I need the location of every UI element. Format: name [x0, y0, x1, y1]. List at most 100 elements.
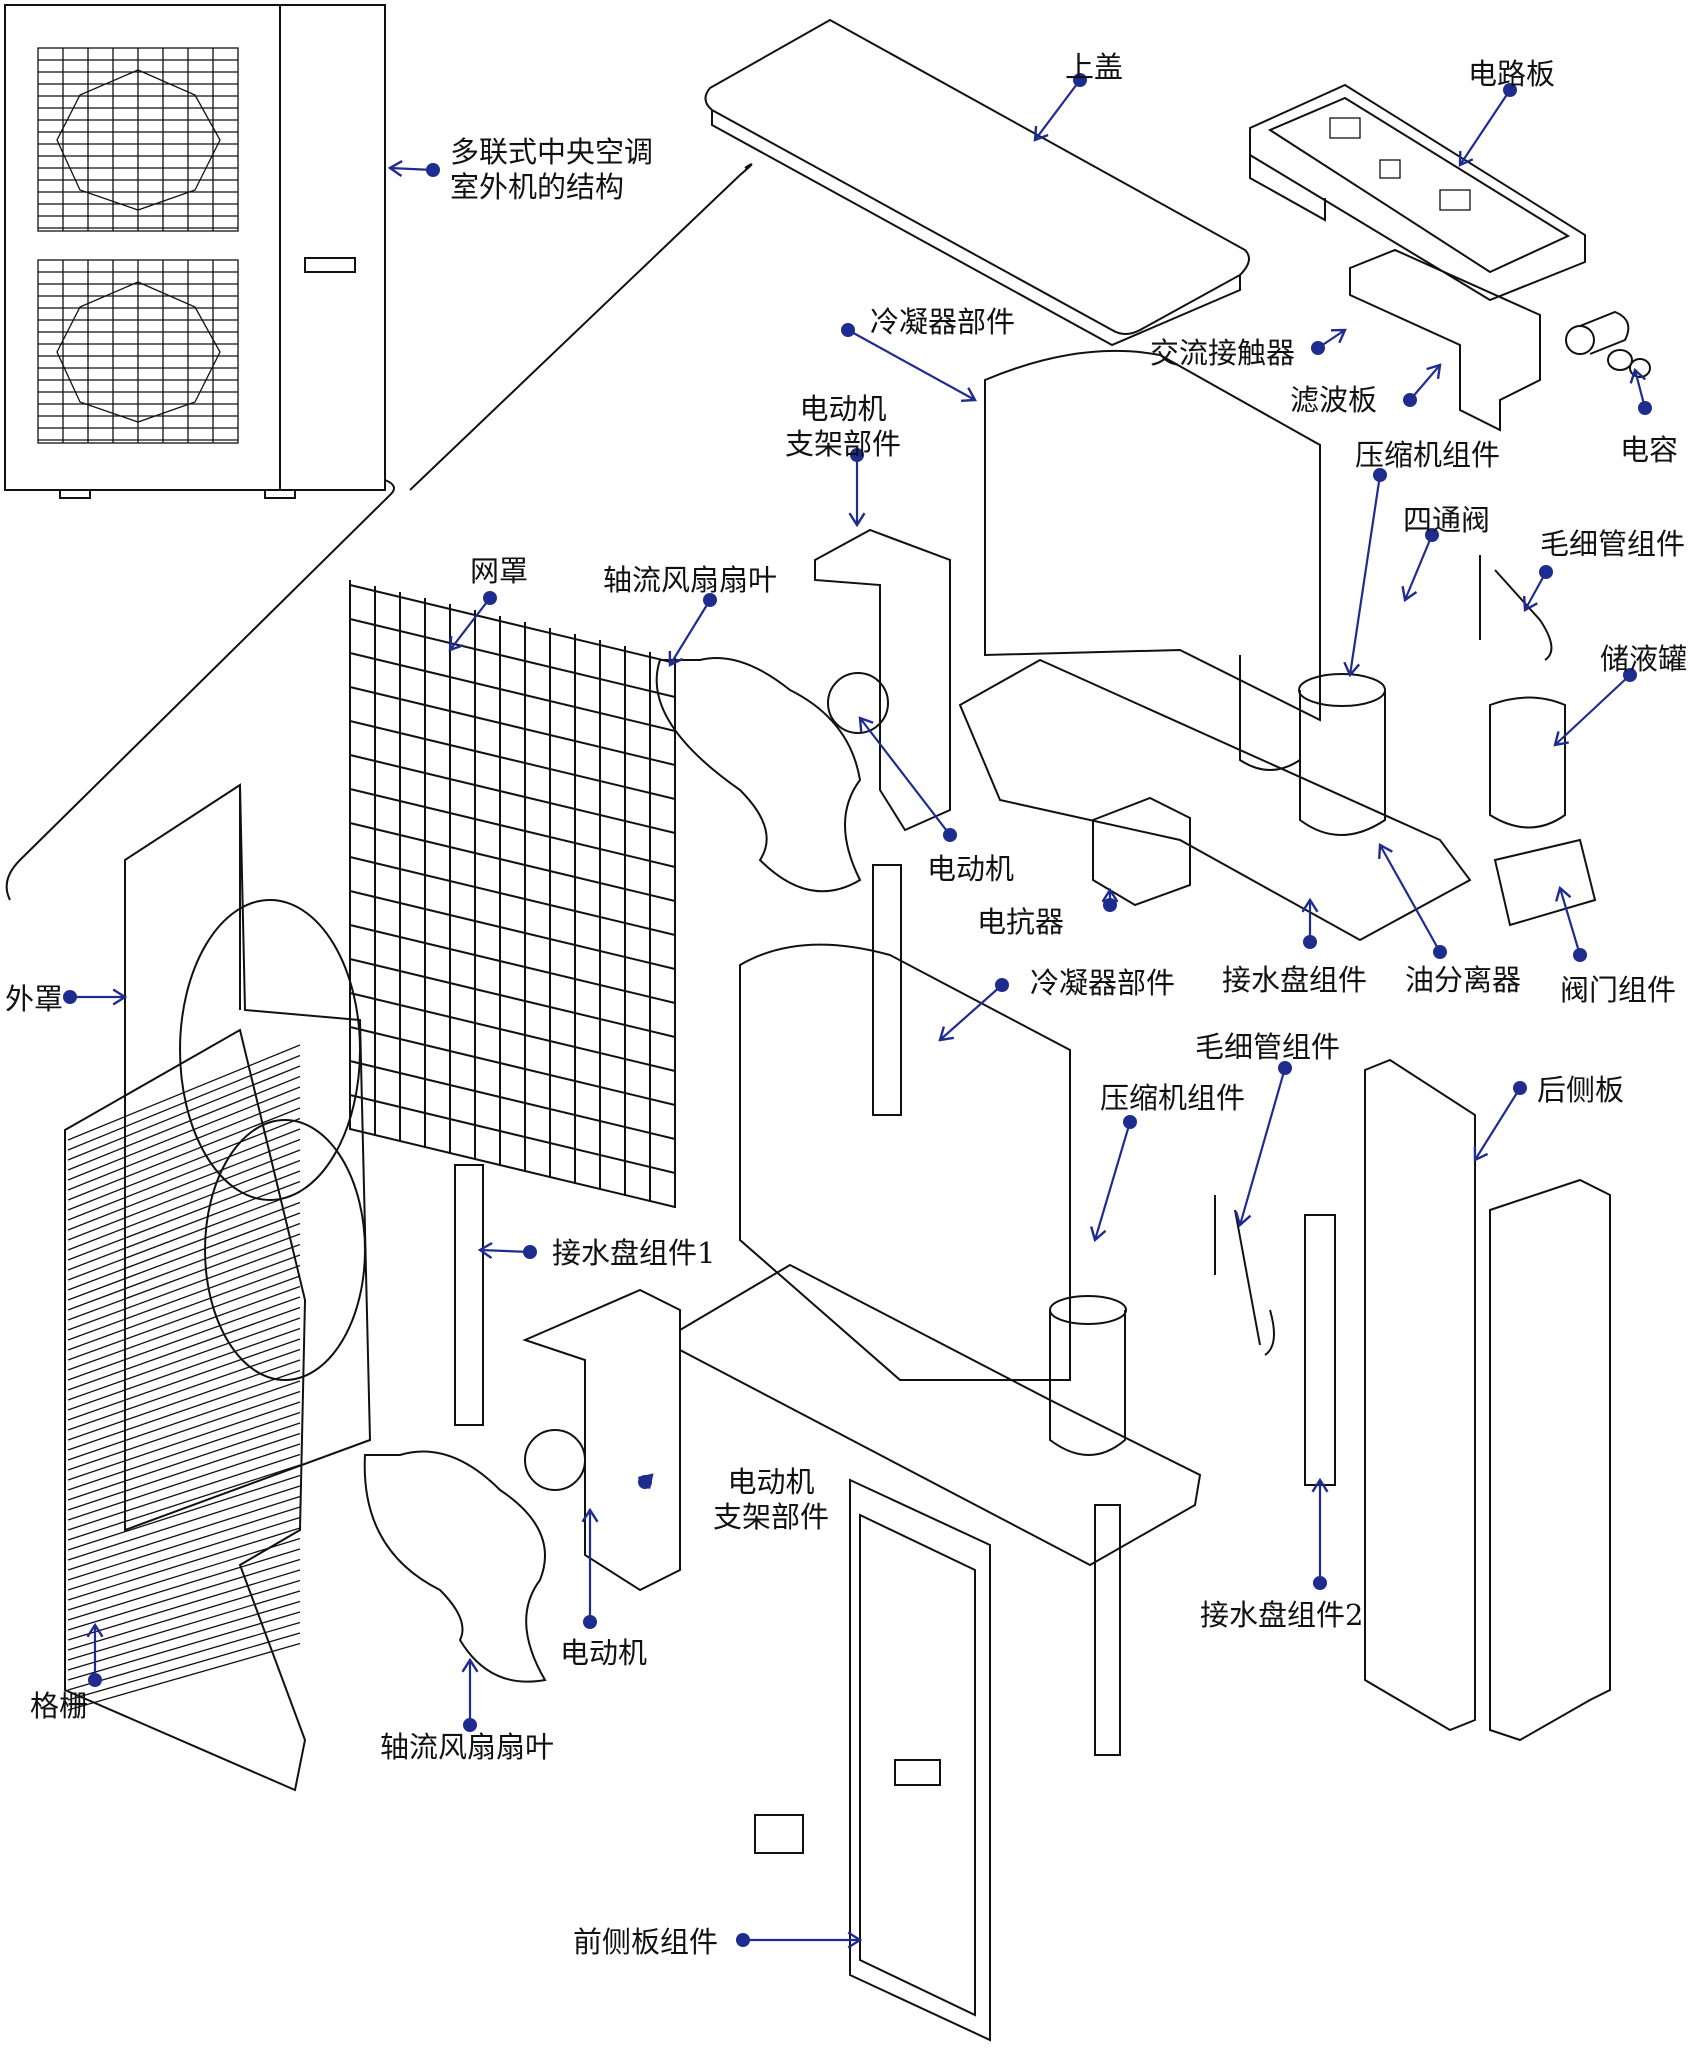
base-pan-bottom-drawing	[679, 1263, 1202, 1567]
contactor-bracket-drawing	[1349, 248, 1541, 432]
leader-arrow	[448, 635, 464, 652]
label-circuit-board: 电路板	[1468, 57, 1556, 91]
label-capillary-bottom: 毛细管组件	[1195, 1030, 1341, 1064]
leader-arrow	[1553, 731, 1569, 747]
receiver-drawing	[1489, 696, 1566, 829]
label-drain-pan-1: 接水盘组件1	[552, 1236, 716, 1270]
leader-dot	[1513, 1081, 1527, 1095]
leader-line	[1474, 1087, 1521, 1161]
leader-line	[669, 599, 711, 666]
drain-pan-2-drawing	[1304, 1214, 1336, 1486]
net-cover-drawing	[349, 580, 676, 1208]
condenser-bottom-drawing	[739, 943, 1071, 1381]
leader-line	[1558, 887, 1582, 956]
leader-arrow	[1101, 887, 1119, 903]
leader-line	[479, 1248, 531, 1254]
top-cover-drawing	[704, 18, 1250, 347]
leader-dot	[1313, 1576, 1327, 1590]
drain-pan-1-drawing	[454, 1164, 484, 1426]
leader-dot	[1103, 898, 1117, 912]
circuit-board-drawing	[1249, 83, 1586, 302]
leader-arrow	[1458, 150, 1474, 167]
leader-line	[859, 717, 951, 836]
grille-drawing	[64, 1028, 307, 1792]
leader-line	[1093, 1121, 1132, 1241]
leader-arrow	[1522, 595, 1538, 612]
leader-dot	[1123, 1115, 1137, 1129]
leader-dot	[1433, 945, 1447, 959]
label-ac-contactor: 交流接触器	[1150, 336, 1296, 370]
leader-line	[1034, 79, 1081, 141]
leader-arrow	[86, 1622, 104, 1638]
leader-arrow	[477, 1241, 493, 1259]
label-receiver: 储液罐	[1600, 642, 1688, 676]
leader-dot	[1278, 1061, 1292, 1075]
label-valve-assembly: 阀门组件	[1560, 973, 1677, 1007]
leader-dot	[1403, 393, 1417, 407]
leader-line	[1238, 1067, 1287, 1226]
label-reactor: 电抗器	[977, 905, 1065, 939]
leader-arrow	[387, 160, 403, 178]
label-four-way-valve: 四通阀	[1403, 503, 1491, 537]
small-cover-drawing	[754, 1814, 804, 1854]
leader-line	[1459, 89, 1511, 166]
leader-dot	[943, 828, 957, 842]
leader-arrow	[581, 1507, 599, 1523]
leader-dot	[1303, 935, 1317, 949]
handle-drawing	[894, 1759, 941, 1786]
leader-dot	[583, 1615, 597, 1629]
leader-arrow	[1311, 1477, 1329, 1493]
leader-arrow	[1555, 885, 1572, 902]
leader-line	[1348, 474, 1382, 676]
label-motor-bottom: 电动机	[560, 1636, 648, 1670]
outer-cover-drawing	[124, 783, 372, 1532]
leader-arrow	[1330, 328, 1347, 344]
leader-line	[847, 329, 976, 401]
leader-arrow	[1426, 363, 1442, 380]
leader-dot	[736, 1933, 750, 1947]
leader-dot	[483, 591, 497, 605]
leader-arrow	[1473, 1145, 1489, 1162]
fan-blade-top-drawing	[655, 657, 862, 893]
capacitor-drawing	[1565, 310, 1651, 378]
leader-arrow	[668, 650, 684, 667]
leader-dot	[1623, 668, 1637, 682]
leader-dot	[841, 323, 855, 337]
leader-line	[1524, 571, 1547, 611]
leader-dot	[1373, 468, 1387, 482]
motor-bracket-bottom-drawing	[522, 1288, 681, 1592]
leader-arrow	[1378, 843, 1393, 860]
label-top-cover: 上盖	[1065, 50, 1124, 84]
motor-bottom-drawing	[524, 1429, 586, 1491]
label-capacitor: 电容	[1620, 433, 1679, 467]
leader-arrow	[1033, 125, 1049, 142]
leader-line	[389, 166, 434, 172]
label-drain-pan: 接水盘组件	[1222, 963, 1368, 997]
leader-dot	[426, 163, 440, 177]
leader-dot	[1539, 565, 1553, 579]
leader-dot	[1638, 401, 1652, 415]
support-strip-drawing	[1094, 1504, 1121, 1756]
label-compressor-top: 压缩机组件	[1355, 438, 1501, 472]
leader-line	[1379, 844, 1441, 953]
base-pan-top-drawing	[958, 658, 1472, 942]
leader-line	[1409, 364, 1441, 401]
leader-dot	[1573, 948, 1587, 962]
front-panel-drawing	[849, 1478, 991, 2042]
leader-arrow	[858, 716, 874, 733]
leader-arrow	[1401, 586, 1418, 603]
label-condenser-top: 冷凝器部件	[870, 305, 1016, 339]
condenser-top-drawing	[984, 349, 1321, 722]
leader-arrow	[1629, 367, 1647, 384]
leader-dot	[63, 990, 77, 1004]
leader-arrow	[847, 1931, 863, 1949]
label-capillary-top: 毛细管组件	[1540, 527, 1686, 561]
leader-dot	[1425, 528, 1439, 542]
leader-line	[449, 597, 491, 651]
leader-arrow	[461, 1657, 479, 1673]
label-net-cover: 网罩	[470, 554, 529, 588]
rear-panel-drawing	[1364, 1058, 1476, 1732]
capillary-top-drawing	[1479, 555, 1553, 661]
leader-arrow	[638, 1473, 654, 1489]
